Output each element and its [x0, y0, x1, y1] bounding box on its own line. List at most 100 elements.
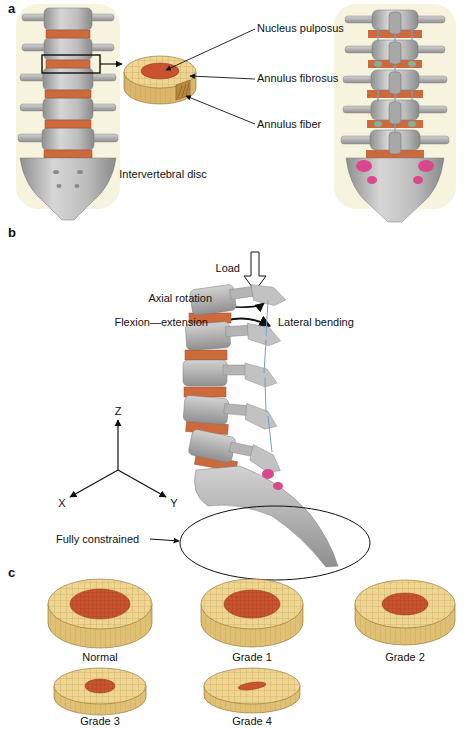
sacrum-rear [346, 158, 444, 222]
discs-rear [366, 30, 424, 158]
disc-grade-1 [201, 579, 303, 629]
lateral-vertebra [183, 395, 279, 430]
part-label: Load [216, 262, 240, 275]
spinous-processes [389, 72, 401, 94]
lateral-vertebra [247, 321, 281, 347]
spine-rear-view [334, 4, 456, 222]
posterior-ligaments [264, 300, 272, 452]
spinous-processes [389, 102, 401, 124]
part-label: Nucleus pulposus [257, 22, 344, 35]
disc-closeup [166, 29, 255, 70]
discs-front [46, 60, 90, 68]
disc-grade-3 [54, 668, 146, 715]
sacroiliac-ligaments [356, 160, 434, 184]
sacrum [20, 158, 116, 220]
sacroiliac-ligaments [418, 160, 434, 172]
sacral-foramina [77, 170, 83, 174]
vertebral-bodies [42, 128, 94, 150]
lateral-vertebra [245, 363, 277, 387]
vertebral-bodies [43, 68, 93, 90]
disc-grade-1 [224, 590, 280, 618]
disc-grade-2 [355, 580, 455, 628]
grade-label: Grade 3 [80, 715, 120, 728]
annulus-fibers [178, 86, 182, 98]
coordinate-axes [70, 470, 118, 497]
axis-label: X [58, 497, 65, 510]
panel-letter: a [8, 2, 15, 15]
ligaments [377, 28, 378, 42]
discs-front [46, 30, 90, 38]
disc-grade-3 [54, 668, 146, 704]
coordinate-axes [70, 420, 166, 497]
axis-label: Z [115, 405, 122, 418]
discs-lateral [185, 350, 227, 360]
sacral-foramina [53, 170, 59, 174]
disc-normal [48, 579, 152, 629]
lateral-vertebra [245, 404, 279, 431]
transverse-processes [18, 14, 118, 142]
ligaments [394, 64, 395, 72]
vertebral-bodies [42, 8, 94, 150]
lateral-vertebra [251, 280, 286, 308]
sacral-foramina [57, 184, 62, 188]
disc-grade-2 [382, 593, 428, 615]
disc-grade-1 [201, 579, 303, 647]
spine-front-view [16, 4, 122, 220]
disc-normal [48, 579, 152, 629]
ligaments [394, 34, 395, 42]
posterior-ligaments [264, 340, 266, 373]
disc-closeup [186, 96, 255, 124]
ligaments [394, 124, 395, 132]
disc-normal [70, 589, 130, 619]
annulus-fibers [182, 84, 186, 97]
posterior-ligaments [266, 300, 268, 336]
panel-letter: c [8, 566, 15, 579]
axis-label: Y [170, 497, 177, 510]
grade-label: Grade 2 [385, 651, 425, 664]
disc-grade-2 [382, 593, 428, 615]
posterior-ligaments [268, 416, 272, 452]
disc-closeup [124, 29, 255, 124]
sacrum-lateral [195, 466, 339, 567]
discs-front [44, 30, 92, 158]
sacral-foramina [53, 170, 83, 188]
ligaments [411, 88, 412, 102]
facet-joints [408, 61, 416, 67]
annulus-fibers [186, 83, 189, 95]
spinous-processes [389, 42, 401, 64]
rear-transverse [341, 16, 449, 144]
discs-front [44, 150, 92, 158]
part-label: Flexion—extension [114, 316, 208, 329]
disc-grade-3 [54, 668, 146, 704]
annulus-fibers [178, 83, 189, 98]
part-label: Lateral bending [278, 316, 354, 329]
lateral-vertebra [183, 360, 227, 386]
constraint-ellipse [180, 506, 370, 580]
spinous-processes [389, 12, 401, 34]
lateral-vertebra [188, 429, 236, 464]
part-label: Axial rotation [148, 292, 212, 305]
discs-front [45, 90, 91, 98]
coordinate-axes [118, 470, 166, 497]
part-label: Fully constrained [56, 533, 139, 546]
disc-grade-4 [204, 668, 300, 713]
facet-joints [374, 121, 382, 127]
lateral-vertebra [183, 395, 229, 425]
sacroiliac-ligaments [356, 160, 372, 172]
disc-grade-2 [355, 580, 455, 645]
part-label: Intervertebral disc [119, 168, 206, 181]
facet-joints [408, 121, 416, 127]
posterior-ligaments [265, 378, 266, 412]
constraint-pointer [150, 539, 179, 541]
vertebral-bodies [44, 38, 92, 60]
vertebral-bodies [44, 8, 92, 30]
panel-letter: b [8, 226, 16, 239]
ligaments [411, 28, 412, 42]
sacral-foramina [75, 184, 80, 188]
part-label: Annulus fibrosus [257, 72, 338, 85]
ligaments [394, 94, 395, 102]
disc-grade-4 [204, 668, 300, 704]
disc-closeup [190, 76, 255, 79]
